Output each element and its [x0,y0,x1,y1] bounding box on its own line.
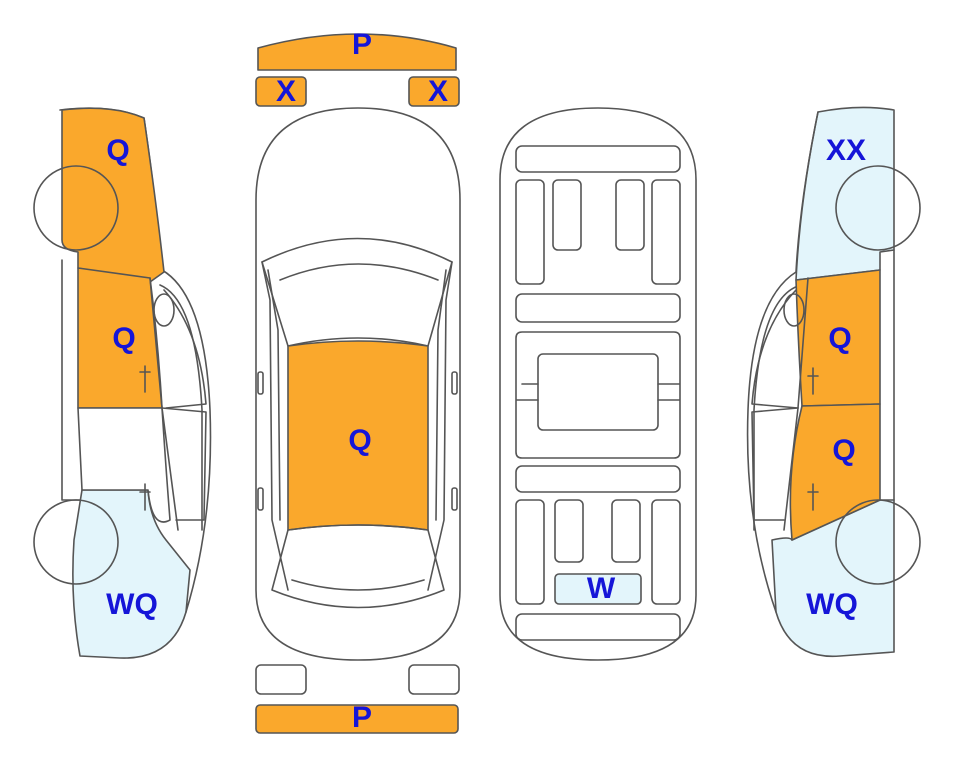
right-mirror [451,371,458,395]
underbody-front-left-rail [515,179,545,285]
right-front-door-group[interactable]: Q [795,269,881,407]
taillight-left[interactable] [255,664,307,695]
front-bumper-group[interactable]: P [257,28,457,71]
front-bumper-label: P [352,28,372,61]
right-rear-quarter-label: WQ [806,588,858,621]
right-a-pillar [427,261,453,591]
rear-window [271,524,445,609]
right-window-line-2 [751,407,799,521]
underbody-rear-right-inner [611,499,641,563]
right-front-fender-label: XX [826,134,866,167]
rear-window-inner [291,579,425,591]
left-mirror-side [153,293,175,327]
left-window-line [163,289,207,409]
right-door-handle [451,487,458,511]
left-front-fender-label: Q [106,134,129,167]
left-front-wheel [33,165,119,251]
right-rear-door-label: Q [832,434,855,467]
underbody-mid-front-bar [515,293,681,323]
right-front-fender-group[interactable]: XX [795,106,895,281]
left-door-handle [257,487,264,511]
left-a-pillar-inner [267,269,281,521]
underbody-view: W [499,107,697,661]
right-front-door-label: Q [828,322,851,355]
rear-bumper-label: P [352,701,372,734]
underbody-rear-left-rail [515,499,545,605]
underbody-rear-right-rail [651,499,681,605]
right-rear-quarter-panel[interactable] [771,499,895,658]
rear-bumper-panel[interactable] [255,704,459,734]
left-window-line-2 [161,407,207,521]
roof-label: Q [348,424,371,457]
headlight-left-group[interactable]: X [255,75,307,108]
headlight-left-panel[interactable] [255,76,307,107]
headlight-right-label: X [428,75,448,108]
underbody-rear-crossmember [515,613,681,641]
front-bumper-panel[interactable] [257,33,457,71]
underbody-center-plate [537,353,659,431]
windshield-inner [279,263,439,281]
top-body-outline [255,107,461,661]
right-front-wheel [835,165,921,251]
right-rear-wheel [835,499,921,585]
left-a-pillar [261,261,289,591]
headlight-left-label: X [276,75,296,108]
right-rear-quarter-group[interactable]: WQ [771,499,895,658]
underbody-front-right-inner [615,179,645,251]
windshield [261,237,453,347]
left-mirror [257,371,264,395]
underbody-spot-panel[interactable] [554,573,642,605]
headlight-right-group[interactable]: X [408,75,460,108]
roof-group[interactable]: Q [287,340,429,531]
underbody-mid-rear-bar [515,465,681,493]
right-mirror-side [783,293,805,327]
left-rear-quarter-panel[interactable] [72,489,191,659]
underbody-outline [499,107,697,661]
underbody-front-crossmember [515,145,681,173]
right-a-pillar-inner [435,269,447,521]
underbody-front-right-rail [651,179,681,285]
right-front-handle [807,367,819,395]
left-front-door-group[interactable]: Q [77,267,163,409]
right-window-line [751,289,799,409]
right-body-outline-inner [753,285,799,531]
underbody-center-frame [515,331,681,459]
taillight-right[interactable] [408,664,460,695]
rear-bumper-group[interactable]: P [255,701,459,734]
left-front-handle [139,365,151,393]
left-front-fender-group[interactable]: Q [61,107,165,283]
underbody-spot-group[interactable]: W [554,572,642,605]
underbody-front-left-inner [552,179,582,251]
left-body-outline-inner [159,284,203,531]
underbody-spot-label: W [587,572,616,605]
top-view-car: Q [255,107,461,661]
left-front-door-label: Q [112,322,135,355]
left-side-view: WQ Q Q [33,107,212,659]
left-rear-handle [139,483,151,511]
right-rear-handle [807,483,819,511]
left-rear-door-panel[interactable] [77,407,171,523]
left-rear-quarter-group[interactable]: WQ [72,489,191,659]
headlight-right-panel[interactable] [408,76,460,107]
left-rear-quarter-label: WQ [106,588,158,621]
right-side-view: XX WQ Q Q [746,106,921,658]
underbody-rear-left-inner [554,499,584,563]
left-rear-wheel [33,499,119,585]
